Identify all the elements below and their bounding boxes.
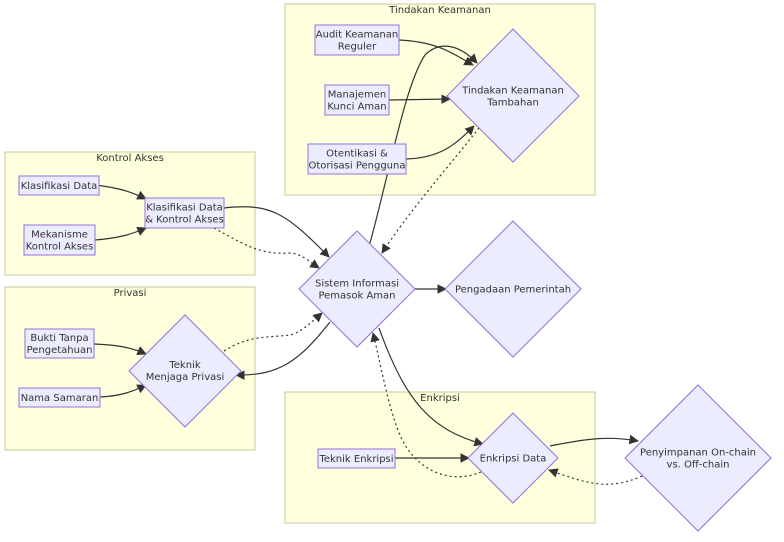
node-manajemen-kunci: Manajemen Kunci Aman <box>324 84 390 116</box>
node-audit-keamanan: Audit Keamanan Reguler <box>314 24 400 56</box>
node-teknik-privasi: Teknik Menjaga Privasi <box>128 314 242 428</box>
node-klasifikasi-data: Klasifikasi Data <box>18 175 100 196</box>
cluster-label-privasi: Privasi <box>114 288 147 299</box>
node-label-mekanisme-2: Kontrol Akses <box>26 242 94 253</box>
edge-kk-to-sistem-dotted <box>213 227 320 269</box>
node-label-bukti-1: Bukti Tanpa <box>30 333 88 344</box>
node-label-audit-2: Reguler <box>338 42 377 53</box>
node-label-kk-2: & Kontrol Akses <box>145 215 224 226</box>
node-label-bukti-2: Pengetahuan <box>27 345 93 356</box>
node-nama-samaran: Nama Samaran <box>18 387 101 408</box>
node-klasifikasi-kontrol: Klasifikasi Data & Kontrol Akses <box>144 197 225 229</box>
node-label-audit-1: Audit Keamanan <box>316 30 398 41</box>
node-label-pengadaan: Pengadaan Pemerintah <box>455 285 571 296</box>
edge-teknik-to-sistem-dotted <box>223 312 323 352</box>
node-label-otentikasi-2: Otorisasi Pengguna <box>309 161 406 172</box>
cluster-label-tindakan: Tindakan Keamanan <box>388 5 491 16</box>
node-enkripsi-data: Enkripsi Data <box>467 412 559 504</box>
node-label-tindakan-2: Tambahan <box>486 98 539 109</box>
edge-sistem-to-teknik <box>235 321 331 380</box>
cluster-label-kontrol: Kontrol Akses <box>96 153 164 164</box>
node-tindakan-tambahan: Tindakan Keamanan Tambahan <box>446 28 580 163</box>
edges <box>93 39 643 485</box>
edge-klasifikasi-to-kk <box>94 184 147 200</box>
node-label-penyimpanan-2: vs. Off-chain <box>667 460 730 471</box>
cluster-label-enkripsi: Enkripsi <box>420 393 460 404</box>
edge-bukti-to-teknik <box>93 343 147 356</box>
node-label-teknik-privasi-1: Teknik <box>168 360 200 371</box>
node-label-kk-1: Klasifikasi Data <box>146 203 223 214</box>
edge-sistem-to-ed <box>378 327 484 447</box>
edge-manajemen-to-tindakan <box>388 94 451 104</box>
edge-tindakan-to-sistem <box>381 127 480 254</box>
node-label-manajemen-1: Manajemen <box>328 90 386 101</box>
edge-mekanisme-to-kk <box>94 226 147 241</box>
edge-ed-to-penyimpanan <box>549 434 639 447</box>
node-label-otentikasi-1: Otentikasi & <box>326 149 388 160</box>
node-label-teknik-enkripsi: Teknik Enkripsi <box>318 454 393 465</box>
node-label-teknik-privasi-2: Menjaga Privasi <box>146 372 224 383</box>
node-bukti-tanpa-pengetahuan: Bukti Tanpa Pengetahuan <box>24 328 95 359</box>
edge-sistem-to-tindakan <box>369 45 478 244</box>
node-label-tindakan-1: Tindakan Keamanan <box>461 86 564 97</box>
node-label-sistem-2: Pemasok Aman <box>318 291 395 302</box>
node-otentikasi: Otentikasi & Otorisasi Pengguna <box>307 143 407 175</box>
node-sistem-informasi: Sistem Informasi Pemasok Aman <box>298 230 416 348</box>
node-label-manajemen-2: Kunci Aman <box>327 102 386 113</box>
node-teknik-enkripsi: Teknik Enkripsi <box>317 448 396 469</box>
edge-nama-to-teknik <box>99 384 147 398</box>
node-label-mekanisme-1: Mekanisme <box>31 230 88 241</box>
node-label-nama-samaran: Nama Samaran <box>21 393 99 404</box>
edge-otentikasi-to-tindakan <box>405 125 475 160</box>
node-label-klasifikasi: Klasifikasi Data <box>21 181 98 192</box>
node-mekanisme: Mekanisme Kontrol Akses <box>23 224 96 256</box>
node-pengadaan-pemerintah: Pengadaan Pemerintah <box>444 220 582 358</box>
edge-kk-to-sistem <box>223 206 330 258</box>
node-label-enkripsi-data: Enkripsi Data <box>480 454 547 465</box>
node-label-penyimpanan-1: Penyimpanan On-chain <box>640 448 756 459</box>
node-label-sistem-1: Sistem Informasi <box>315 279 399 290</box>
node-penyimpanan: Penyimpanan On-chain vs. Off-chain <box>624 384 772 532</box>
